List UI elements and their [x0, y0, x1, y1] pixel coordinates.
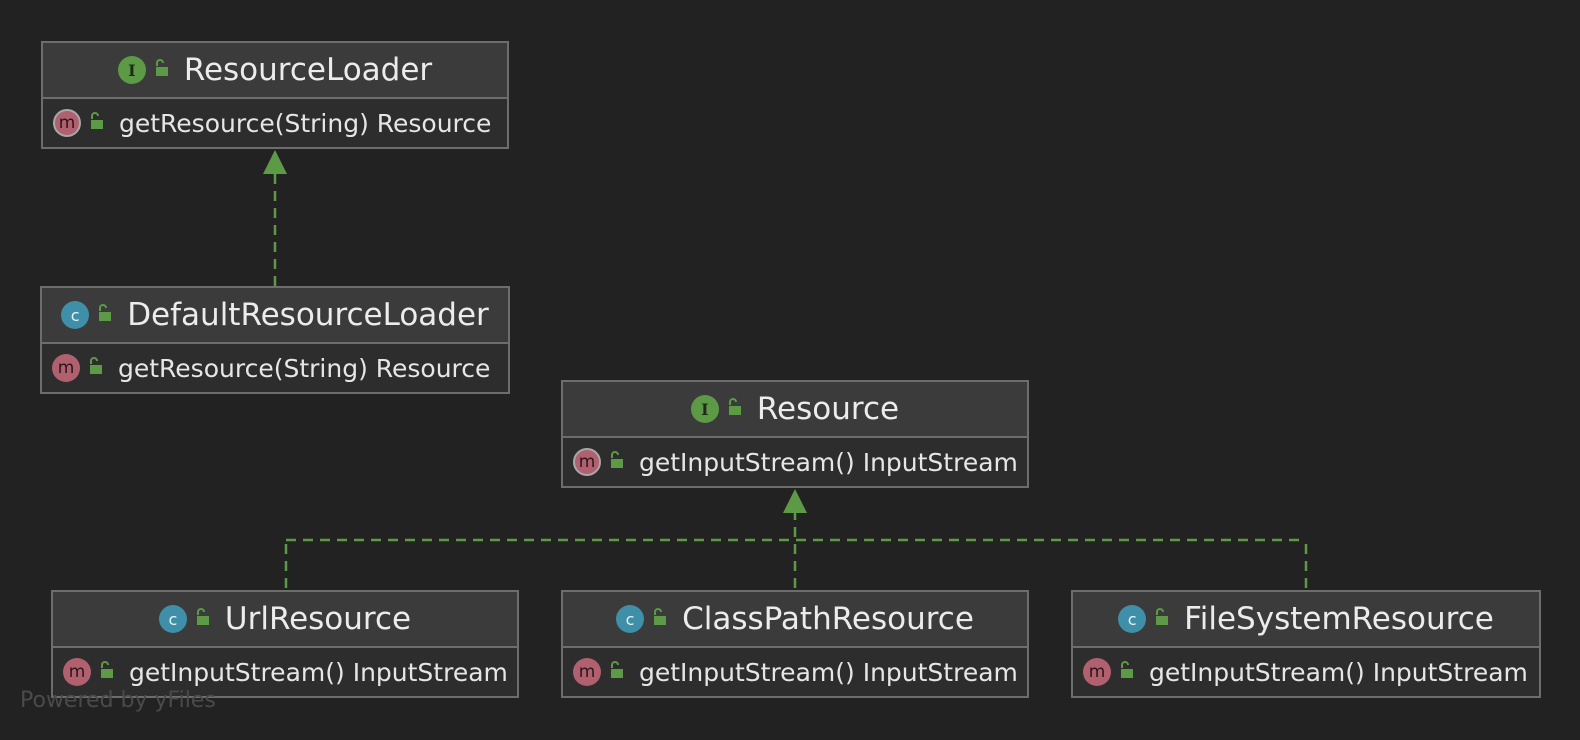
method-row[interactable]: m getInputStream() InputStream	[1073, 648, 1539, 696]
method-row[interactable]: m getInputStream() InputStream	[563, 648, 1027, 696]
lock-icon	[1154, 608, 1170, 630]
node-class-path-resource[interactable]: c ClassPathResource m getInputStream() I…	[561, 590, 1029, 698]
node-header: I ResourceLoader	[43, 43, 507, 99]
method-signature: getResource(String) Resource	[119, 108, 492, 138]
node-default-resource-loader[interactable]: c DefaultResourceLoader m getResource(St…	[40, 286, 510, 394]
method-row[interactable]: m getResource(String) Resource	[42, 344, 508, 392]
lock-icon	[609, 451, 625, 473]
node-resource-loader[interactable]: I ResourceLoader m getResource(String) R…	[41, 41, 509, 149]
class-name: Resource	[756, 391, 900, 427]
method-signature: getInputStream() InputStream	[129, 657, 508, 687]
node-header: c UrlResource	[53, 592, 517, 648]
method-row[interactable]: m getInputStream() InputStream	[53, 648, 517, 696]
class-name: FileSystemResource	[1184, 601, 1494, 637]
node-header: I Resource	[563, 382, 1027, 438]
lock-icon	[652, 608, 668, 630]
method-icon: m	[63, 658, 91, 686]
method-row[interactable]: m getResource(String) Resource	[43, 99, 507, 147]
class-name: ClassPathResource	[682, 601, 974, 637]
method-icon: m	[573, 658, 601, 686]
node-header: c ClassPathResource	[563, 592, 1027, 648]
class-name: ResourceLoader	[183, 52, 433, 88]
lock-icon	[154, 59, 170, 81]
node-header: c DefaultResourceLoader	[42, 288, 508, 344]
watermark: Powered by yFiles	[20, 688, 216, 713]
lock-icon	[195, 608, 211, 630]
lock-icon	[99, 661, 115, 683]
node-header: c FileSystemResource	[1073, 592, 1539, 648]
class-icon: c	[158, 605, 187, 633]
class-icon: c	[61, 301, 90, 329]
class-icon: c	[1118, 605, 1147, 633]
method-icon: m	[52, 354, 80, 382]
class-name: UrlResource	[224, 601, 412, 637]
method-signature: getResource(String) Resource	[118, 353, 491, 383]
lock-icon	[609, 661, 625, 683]
method-row[interactable]: m getInputStream() InputStream	[563, 438, 1027, 486]
lock-icon	[1119, 661, 1135, 683]
lock-icon	[88, 357, 104, 379]
interface-icon: I	[117, 56, 146, 84]
lock-icon	[97, 304, 113, 326]
node-url-resource[interactable]: c UrlResource m getInputStream() InputSt…	[51, 590, 519, 698]
lock-icon	[89, 112, 105, 134]
class-icon: c	[616, 605, 645, 633]
method-signature: getInputStream() InputStream	[1149, 657, 1528, 687]
class-name: DefaultResourceLoader	[127, 297, 489, 333]
arrowhead-resource	[783, 489, 807, 513]
method-icon: m	[1083, 658, 1111, 686]
method-icon: m	[53, 109, 81, 137]
lock-icon	[727, 398, 743, 420]
method-signature: getInputStream() InputStream	[639, 447, 1018, 477]
method-icon: m	[573, 448, 601, 476]
interface-icon: I	[690, 395, 719, 423]
node-file-system-resource[interactable]: c FileSystemResource m getInputStream() …	[1071, 590, 1541, 698]
method-signature: getInputStream() InputStream	[639, 657, 1018, 687]
arrowhead-resourceloader	[263, 150, 287, 174]
node-resource[interactable]: I Resource m getInputStream() InputStrea…	[561, 380, 1029, 488]
